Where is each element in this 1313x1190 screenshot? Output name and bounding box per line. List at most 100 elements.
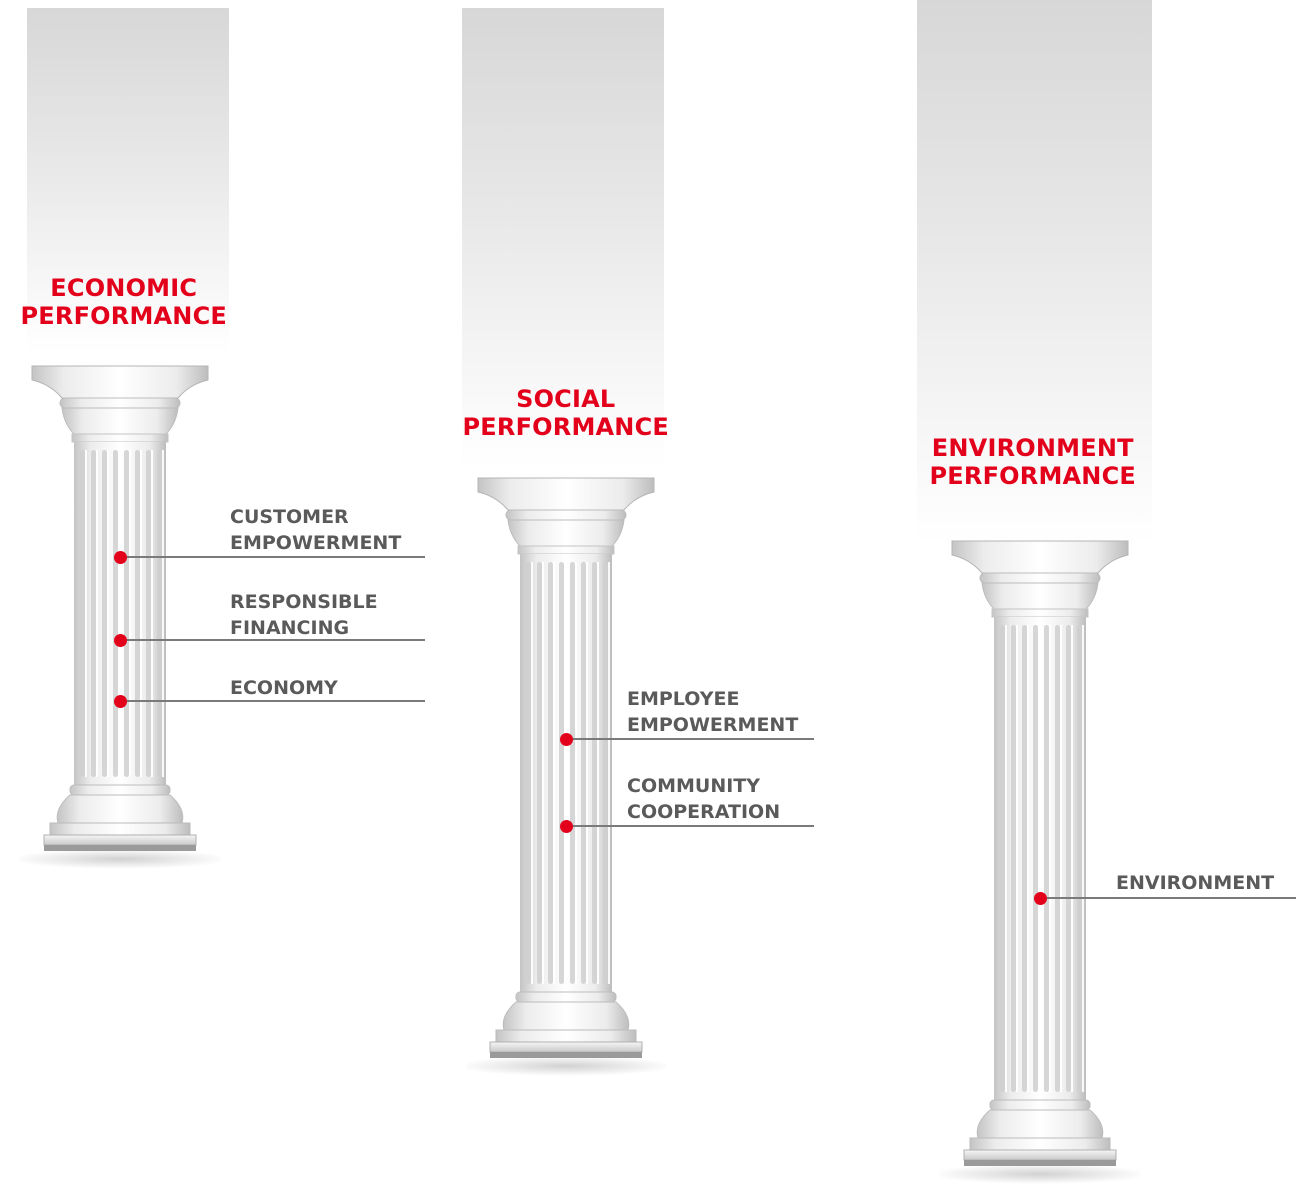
column-torus [976,1109,1104,1139]
column-flute [1000,625,1005,1092]
pillar-title-line1: SOCIAL [516,385,616,413]
column-flute [592,562,597,984]
column-flute-highlight [531,562,533,984]
column-flute-highlight [1038,625,1040,1092]
column-flute-highlight [608,562,610,984]
column-neck [517,545,615,555]
callout-label-economic: ECONOMY [230,675,338,701]
column-ring [979,572,1101,584]
greek-column-icon [20,365,220,869]
column-flute [537,562,542,984]
column-torus [56,794,184,824]
column-flute-highlight [542,562,544,984]
greek-column-icon [940,540,1140,1184]
pillar-title-line2: PERFORMANCE [929,462,1136,490]
pillar-title-line1: ECONOMIC [50,274,198,302]
callout-dot-icon [1034,892,1047,905]
column-flute-highlight [1005,625,1007,1092]
leader-line [1040,897,1296,899]
column-shadow [466,1056,666,1076]
column-plinth-lower [489,1041,643,1053]
column-echinus [507,519,625,547]
column-plinth-lower [963,1149,1117,1161]
column-flute-highlight [1016,625,1018,1092]
column-flute-highlight [1049,625,1051,1092]
column-flute-highlight [96,450,98,777]
column-base-ring [515,991,617,1003]
column-flute [548,562,553,984]
callout-dot-icon [114,695,127,708]
callout-label-line2: EMPOWERMENT [230,532,402,554]
column-flute [135,450,140,777]
column-plinth [495,1029,637,1043]
column-flute-highlight [1027,625,1029,1092]
column-torus [502,1001,630,1031]
column-flute [1066,625,1071,1092]
column-flute [157,450,162,777]
column-flute [80,450,85,777]
column-flute-highlight [151,450,153,777]
column-flute [124,450,129,777]
leader-line [120,700,425,702]
callout-dot-icon [560,820,573,833]
column-flute-highlight [1082,625,1084,1092]
column-plinth-edge [964,1160,1116,1166]
banner-social [462,8,664,468]
column-shadow [20,849,220,869]
column-flute-highlight [564,562,566,984]
callout-label-line1: CUSTOMER [230,506,349,528]
column-flute [570,562,575,984]
callout-dot-icon [114,551,127,564]
column-capital [951,540,1129,574]
column-flute [1022,625,1027,1092]
column-flute [559,562,564,984]
callout-label-economic: CUSTOMER EMPOWERMENT [230,504,401,556]
column-plinth [49,822,191,836]
column-plinth [969,1137,1111,1151]
column-capital [477,477,655,511]
leader-line [120,639,425,641]
pillar-title-line2: PERFORMANCE [462,413,669,441]
column-flute-highlight [553,562,555,984]
banner-economic [27,8,229,353]
callout-label-social: COMMUNITY COOPERATION [627,773,780,825]
column-flute [1055,625,1060,1092]
greek-column-icon [466,477,666,1076]
column-flute-highlight [1060,625,1062,1092]
column-plinth-edge [490,1052,642,1058]
callout-dot-icon [560,733,573,746]
callout-label-line2: FINANCING [230,617,350,639]
column-flute-highlight [107,450,109,777]
callout-label-environment: ENVIRONMENT [1116,870,1274,896]
column-neck [991,608,1089,618]
callout-label-line1: EMPLOYEE [627,688,740,710]
column-flute-highlight [129,450,131,777]
callout-label-line1: COMMUNITY [627,775,761,797]
column-echinus [981,582,1099,610]
column-ring [505,509,627,521]
column-flute-highlight [85,450,87,777]
column-flute-highlight [597,562,599,984]
column-flute [1033,625,1038,1092]
column-flute-highlight [586,562,588,984]
column-flute-highlight [575,562,577,984]
pillar-title-line1: ENVIRONMENT [931,434,1134,462]
callout-label-line2: COOPERATION [627,801,781,823]
column-plinth-edge [44,845,196,851]
column-flute [526,562,531,984]
leader-line [566,738,814,740]
column-flute-highlight [162,450,164,777]
column-flute [113,450,118,777]
column-flute [1011,625,1016,1092]
callout-dot-icon [114,634,127,647]
column-flute [1044,625,1049,1092]
column-shadow [940,1164,1140,1184]
pillar-title-line2: PERFORMANCE [20,302,227,330]
column-plinth-lower [43,834,197,846]
column-base-ring [989,1099,1091,1111]
